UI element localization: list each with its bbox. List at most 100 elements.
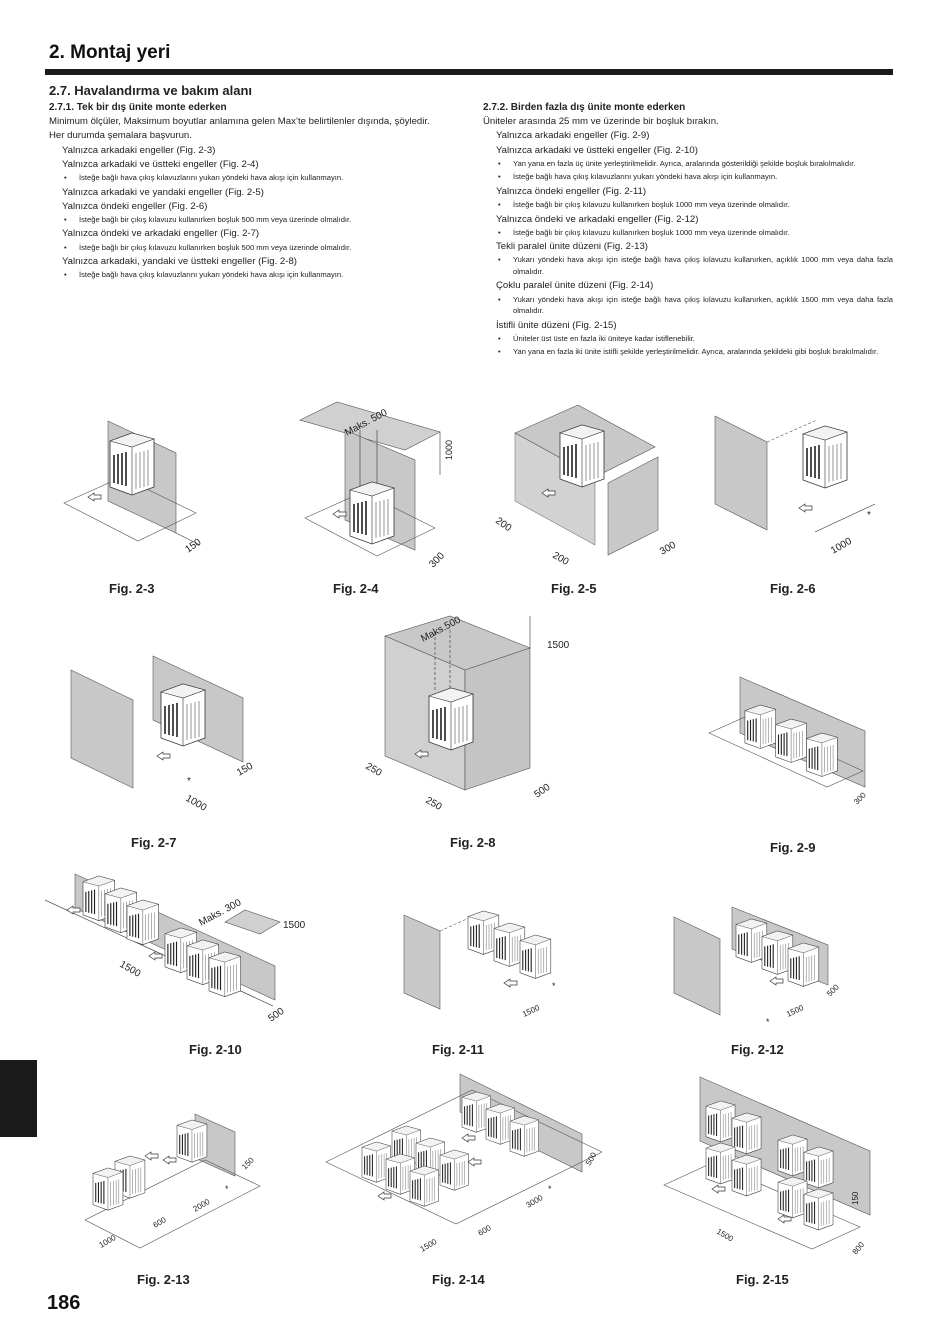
bullet-note: •Üniteler üst üste en fazla iki üniteye … [483,333,893,345]
bullet-text: Yan yana en fazla iki ünite istifli şeki… [513,347,879,357]
star-mark: * [548,1184,552,1194]
bullet-text: Üniteler üst üste en fazla iki üniteye k… [513,333,695,343]
star-mark: * [766,1017,770,1027]
bullet-text: İsteğe bağlı bir çıkış kılavuzu kullanır… [79,214,352,224]
bullet-note: • İsteğe bağlı bir çıkış kılavuzu kullanı… [49,214,461,226]
page-title: 2. Montaj yeri [49,42,171,63]
dimension-label: 1500 [118,959,143,980]
dimension-label: 2000 [192,1197,212,1214]
figure-caption: Fig. 2-8 [450,835,496,850]
star-mark: * [867,510,871,521]
height-label: 1500 [547,640,570,651]
dimension-label: 250 [364,761,384,779]
bullet-note: • İsteğe bağlı bir çıkış kılavuzu kullanı… [49,242,461,254]
dimension-label: 600 [477,1223,494,1238]
bullet-note: •Yukarı yöndeki hava akışı için isteğe b… [483,294,893,317]
dimension-label: 800 [851,1240,867,1256]
section-heading: 2.7. Havalandırma ve bakım alanı [49,83,253,98]
bullet-mark: • [64,242,67,252]
dimension-label: 600 [152,1215,169,1230]
star-mark: * [225,1184,229,1194]
figure-2-6: * 1000 [714,415,876,557]
side-tab [0,1060,37,1137]
list-item: Çoklu paralel ünite düzeni (Fig. 2-14) [496,280,654,292]
bullet-text: Yukarı yöndeki hava akışı için isteğe ba… [513,294,893,316]
figure-2-4: Maks. 500 1000 300 [299,401,454,570]
bullet-text: Yan yana en fazla üç ünite yerleştirilme… [513,158,856,168]
dimension-label: 150 [235,761,255,779]
figure-caption: Fig. 2-4 [333,581,379,596]
dimension-label: 1500 [715,1227,735,1244]
dimension-label: 500 [532,782,552,801]
intro-text: Üniteler arasında 25 mm ve üzerinde bir … [483,116,719,128]
figure-caption: Fig. 2-15 [736,1272,789,1287]
bullet-note: • Yukarı yöndeki hava akışı için isteğe b… [483,254,893,277]
figure-2-13: * 150 2000 600 1000 [85,1113,261,1250]
figure-caption: Fig. 2-5 [551,581,597,596]
bullet-mark: • [64,270,67,280]
bullet-mark: • [64,214,67,224]
dimension-label: 200 [551,550,571,568]
bullet-text: İsteğe bağlı hava çıkış kılavuzlarını yu… [79,173,344,183]
figure-2-15: 150 1500 800 [663,1076,871,1256]
dimension-label: 3000 [525,1193,545,1210]
bullet-mark: • [498,255,501,265]
bullet-note: •İsteğe bağlı bir çıkış kılavuzu kullanı… [483,199,893,211]
figure-2-8: Maks.500 1500 250 250 500 [364,614,570,813]
list-item: Yalnızca arkadaki ve üstteki engeller (F… [62,158,259,170]
list-item: Tekli paralel ünite düzeni (Fig. 2-13) [496,241,648,253]
dimension-label: 300 [852,790,868,806]
height-label: 1000 [444,440,454,460]
figure-2-10: Maks. 300 1500 1500 500 [45,873,306,1024]
intro-text: Her durumda şemalara başvurun. [49,130,192,142]
bullet-mark: • [498,200,501,210]
figure-2-3: 150 [63,420,204,555]
list-item: Yalnızca arkadaki ve yandaki engeller (F… [62,186,264,198]
list-item: Yalnızca öndeki ve arkadaki engeller (Fi… [62,228,260,240]
bullet-note: •İsteğe bağlı hava çıkış kılavuzlarını y… [49,172,461,184]
height-label: 1500 [283,920,306,931]
figure-caption: Fig. 2-7 [131,835,177,850]
bullet-mark: • [498,172,501,182]
subsection-heading: 2.7.2. Birden fazla dış ünite monte eder… [483,102,686,113]
dimension-label: 300 [427,550,447,570]
title-rule [45,69,893,75]
dimension-label: 1500 [521,1003,541,1019]
page-number: 186 [47,1292,81,1314]
dimension-label: 200 [493,515,513,534]
figure-caption: Fig. 2-11 [432,1042,485,1057]
star-mark: * [187,776,191,787]
dimension-label: 1500 [785,1003,805,1019]
dimension-label: 1500 [419,1237,439,1254]
bullet-text: İsteğe bağlı hava çıkış kılavuzlarını yu… [513,172,778,182]
bullet-note: • İsteğe bağlı hava çıkış kılavuzlarını y… [49,269,461,281]
dimension-label: 300 [658,540,678,558]
intro-text: Minimum ölçüler, Maksimum boyutlar anlam… [49,116,430,128]
bullet-text: İsteğe bağlı bir çıkış kılavuzu kullanır… [79,242,352,252]
bullet-note: • İsteğe bağlı hava çıkış kılavuzlarını y… [483,171,893,183]
dimension-label: 150 [240,1155,256,1171]
bullet-text: İsteğe bağlı hava çıkış kılavuzlarını yu… [79,270,344,280]
bullet-text: Yukarı yöndeki hava akışı için isteğe ba… [513,255,893,276]
bullet-note: •İsteğe bağlı bir çıkış kılavuzu kullanı… [483,227,893,239]
list-item: Yalnızca arkadaki, yandaki ve üstteki en… [62,256,297,268]
list-item: Yalnızca arkadaki engeller (Fig. 2-9) [496,130,650,142]
list-item: Yalnızca arkadaki engeller (Fig. 2-3) [62,144,216,156]
list-item: Yalnızca öndeki engeller (Fig. 2-11) [496,185,647,197]
dimension-label: 500 [584,1150,599,1167]
figure-2-12: * 1500 500 [673,906,841,1027]
bullet-mark: • [498,227,501,237]
subsection-heading: 2.7.1. Tek bir dış ünite monte ederken [49,102,227,113]
list-item: Yalnızca öndeki engeller (Fig. 2-6) [62,200,208,212]
bullet-note: •Yan yana en fazla üç ünite yerleştirilm… [483,158,893,170]
bullet-note: • Yan yana en fazla iki ünite istifli şek… [483,346,893,358]
bullet-mark: • [498,347,501,357]
left-column: 2.7.1. Tek bir dış ünite monte ederken M… [49,101,461,283]
dimension-label: 1000 [184,793,209,812]
figure-caption: Fig. 2-9 [770,840,816,855]
figure-caption: Fig. 2-6 [770,581,816,596]
figure-2-11: * 1500 [403,910,556,1019]
figure-caption: Fig. 2-14 [432,1272,485,1287]
star-mark: * [552,981,556,991]
figure-2-9: 300 [708,676,868,806]
